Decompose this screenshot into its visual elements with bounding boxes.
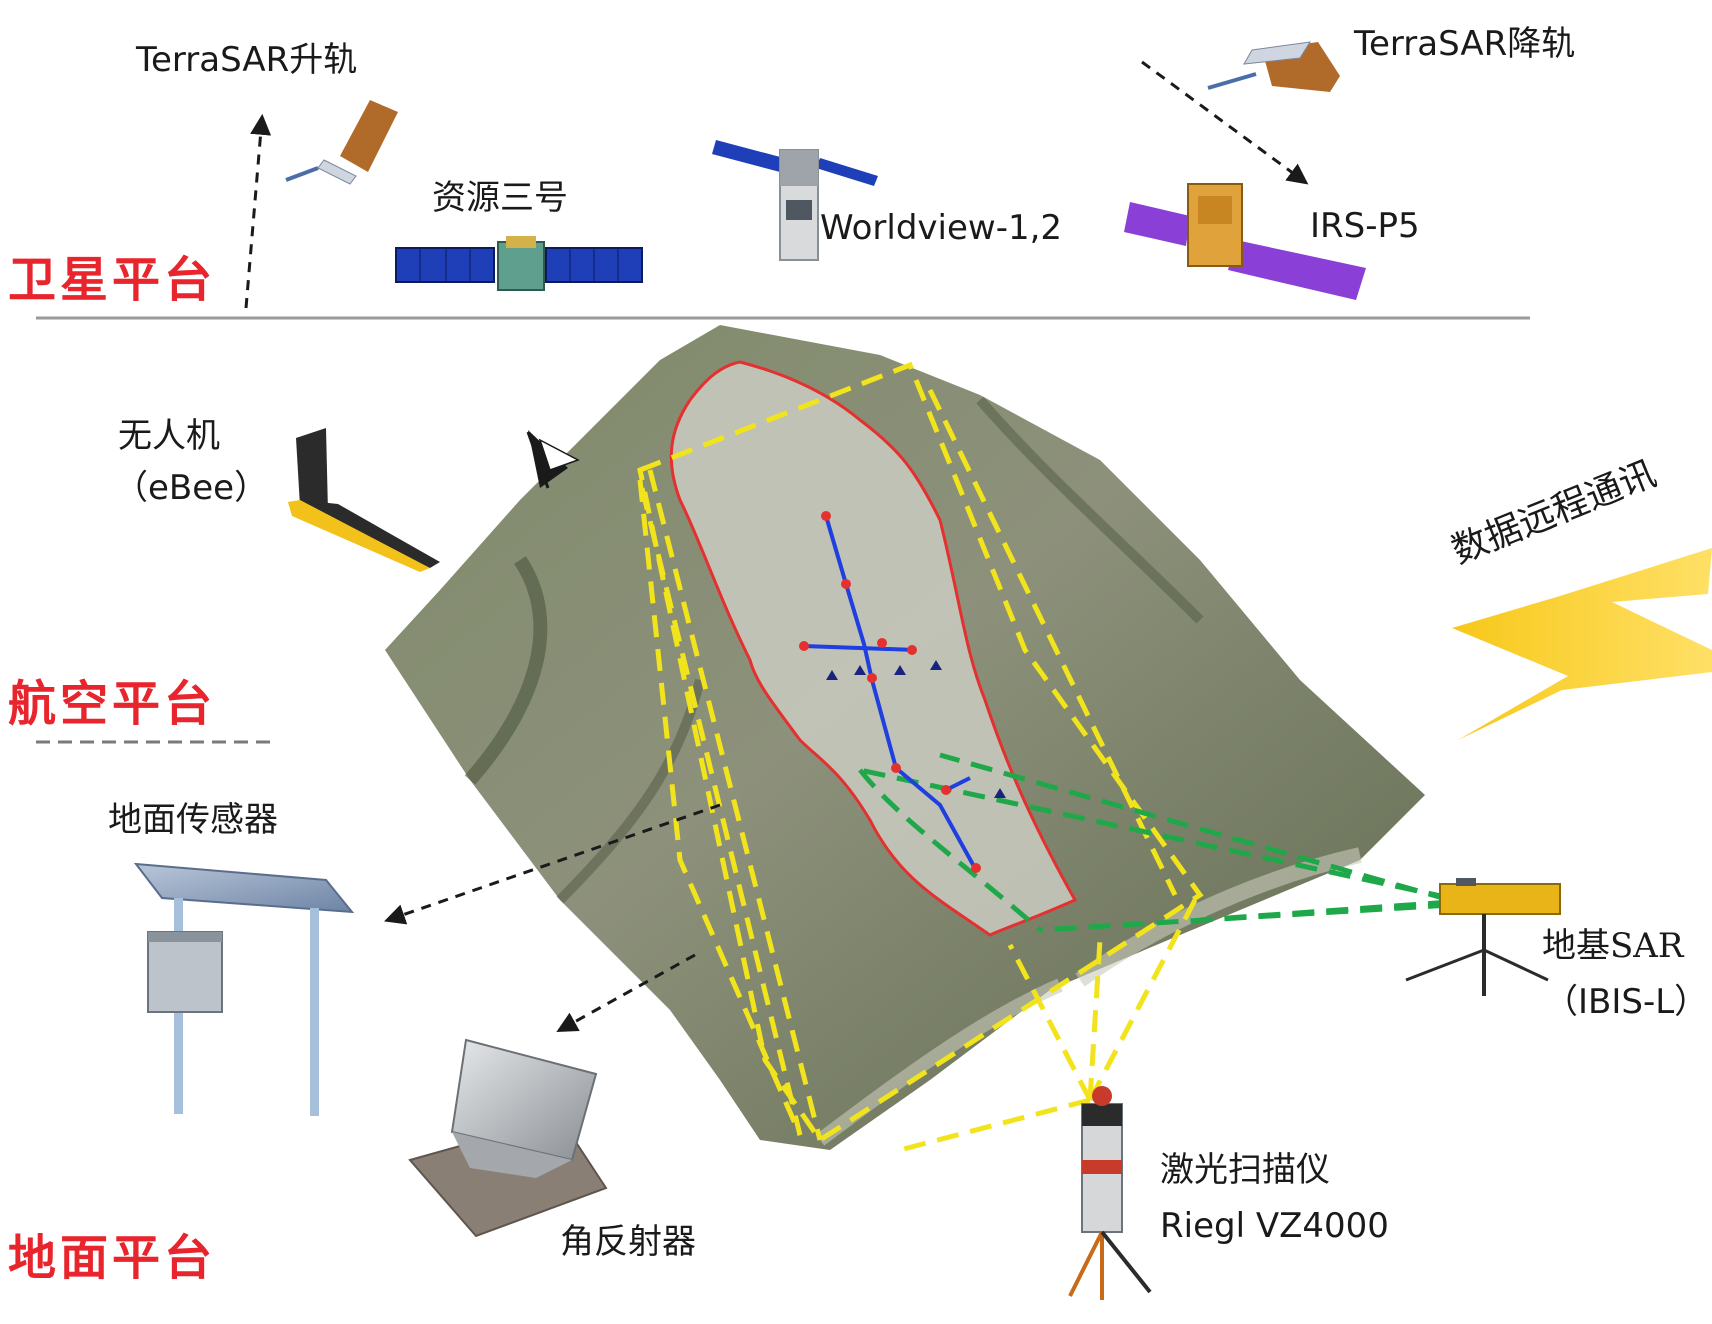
ground-sensor-link-arrow [384, 803, 721, 925]
ground-sensor-label: 地面传感器 [108, 800, 278, 840]
uav-model-label: （eBee） [114, 468, 269, 508]
gbsar-name-label: 地基SAR [1542, 926, 1684, 966]
zy3-label: 资源三号 [432, 178, 568, 218]
gbsar-model-label: （IBIS-L） [1544, 982, 1709, 1022]
satellite-platform-label: 卫星平台 [8, 252, 217, 308]
irs-p5-label: IRS-P5 [1310, 206, 1420, 246]
irs-p5-satellite-icon [1124, 183, 1366, 300]
ground-platform-label: 地面平台 [8, 1230, 217, 1286]
laser-scanner-coverage [637, 361, 1204, 1153]
telemetry-lightning-icon [1452, 548, 1712, 740]
uav-ebee-icon [288, 428, 440, 572]
terrasar-ascending-label: TerraSAR升轨 [136, 40, 358, 80]
worldview-satellite-icon [712, 140, 878, 261]
gbsar-coverage [858, 752, 1451, 933]
ascending-orbit-arrow [244, 113, 272, 309]
corner-reflector-icon [408, 1038, 608, 1238]
terrasar-descending-label: TerraSAR降轨 [1354, 24, 1576, 64]
worldview-label: Worldview-1,2 [820, 208, 1063, 248]
laser-scanner-name-label: 激光扫描仪 [1160, 1150, 1330, 1190]
landslide-boundary [669, 360, 1078, 937]
control-points [826, 660, 1006, 798]
terrasar-ascending-satellite-icon [285, 100, 398, 185]
zy3-satellite-icon [395, 236, 643, 291]
ground-sensor-station-icon [133, 862, 355, 1116]
laser-scanner-icon [1068, 1086, 1152, 1300]
corner-reflector-link-arrow [556, 953, 696, 1033]
uav-name-label: 无人机 [118, 416, 220, 456]
monitoring-points [799, 511, 981, 873]
terrasar-descending-satellite-icon [1207, 41, 1340, 92]
corner-reflector-label: 角反射器 [560, 1222, 696, 1262]
north-arrow-icon [526, 430, 580, 489]
aerial-platform-label: 航空平台 [8, 676, 217, 732]
laser-scanner-model-label: Riegl VZ4000 [1160, 1206, 1389, 1246]
gbsar-ibis-l-icon [1405, 878, 1561, 996]
descending-orbit-arrow [1141, 60, 1309, 185]
